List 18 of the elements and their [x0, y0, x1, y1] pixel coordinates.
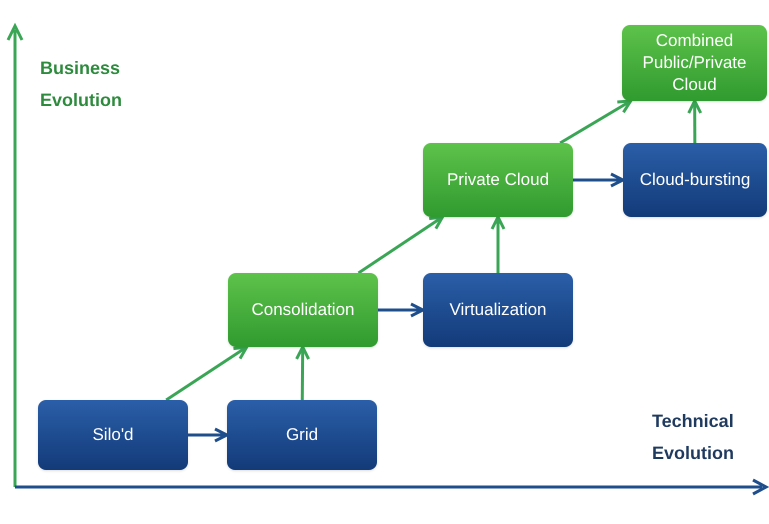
arrow: [165, 346, 248, 402]
arrow: [687, 100, 702, 143]
process-box: Cloud-bursting: [623, 143, 767, 217]
process-box: Grid: [227, 400, 377, 470]
process-box: Private Cloud: [423, 143, 573, 217]
arrow: [358, 216, 444, 274]
arrow: [559, 100, 632, 144]
process-box: Virtualization: [423, 273, 573, 347]
axis-label: Technical Evolution: [652, 410, 735, 465]
process-box: Consolidation: [228, 273, 378, 347]
arrow: [378, 302, 424, 318]
arrow: [295, 346, 310, 400]
process-box: Silo'd: [38, 400, 188, 470]
process-box: Combined Public/Private Cloud: [622, 25, 767, 101]
arrow: [573, 172, 624, 188]
arrow: [188, 428, 228, 442]
axis-label: Business Evolution: [40, 57, 123, 112]
arrow: [490, 216, 506, 273]
